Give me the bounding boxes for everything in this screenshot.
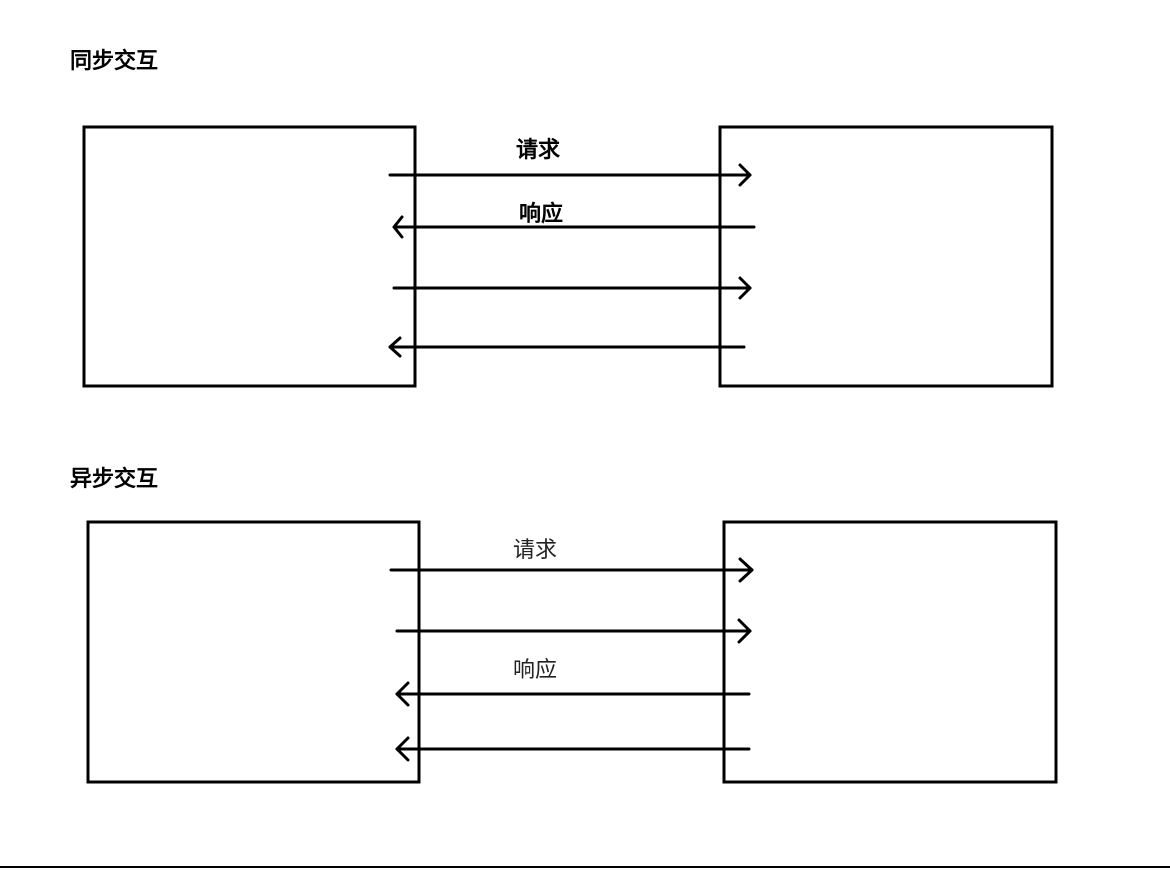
async-client-box	[86, 520, 421, 784]
sync-heading: 同步交互	[70, 49, 159, 74]
sync-request-arrow-1	[388, 163, 752, 187]
sync-server-box	[718, 125, 1054, 388]
sync-response-arrow-1	[392, 215, 756, 239]
sync-request-label: 请求	[516, 137, 560, 163]
async-request-label: 请求	[513, 538, 557, 563]
sync-client-box	[82, 125, 417, 388]
async-heading: 异步交互	[70, 467, 159, 492]
async-response-arrow-2	[395, 736, 751, 762]
async-response-label: 响应	[513, 658, 557, 683]
async-server-box	[722, 520, 1058, 784]
bottom-divider	[0, 866, 1170, 868]
sync-request-arrow-2	[392, 276, 752, 300]
async-diagram	[86, 520, 1058, 784]
async-request-arrow-1	[389, 557, 754, 583]
async-response-arrow-1	[395, 681, 751, 707]
async-request-arrow-2	[395, 618, 752, 644]
sync-response-arrow-2	[388, 336, 746, 358]
sync-diagram	[82, 125, 1054, 388]
sync-response-label: 响应	[519, 201, 563, 227]
